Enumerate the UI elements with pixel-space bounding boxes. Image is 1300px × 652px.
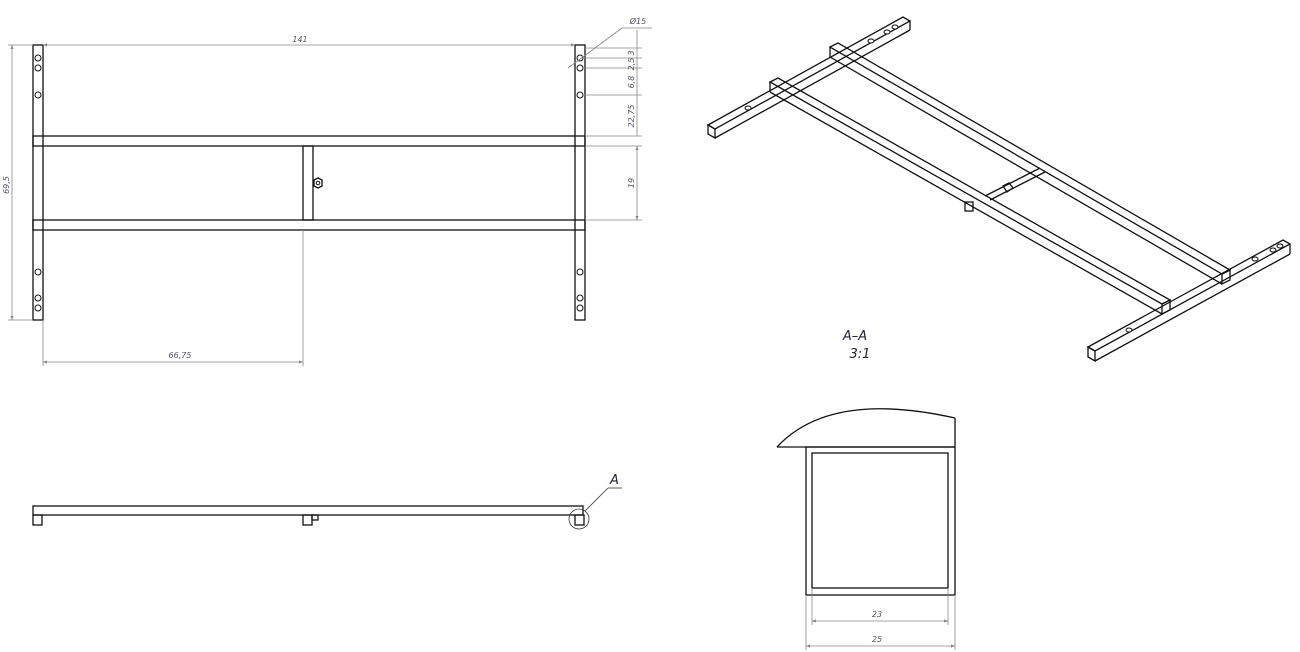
isometric-view [706, 16, 1292, 363]
svg-text:23: 23 [872, 610, 882, 619]
side-rail [32, 505, 584, 516]
left-upright [32, 44, 44, 321]
upper-rail [32, 135, 586, 147]
dim-overall-width: 69,5 [2, 44, 33, 321]
svg-text:141: 141 [292, 35, 307, 44]
iso-holes [744, 24, 1284, 333]
section-view: A–A 3:1 23 25 [776, 329, 956, 650]
section-title: A–A [842, 329, 867, 344]
svg-text:Ø15: Ø15 [629, 16, 646, 26]
svg-text:6,8: 6,8 [627, 76, 636, 89]
tube-outer [805, 446, 956, 596]
right-upright [574, 44, 586, 321]
dim-right-chain: 3 2,5 6,8 22,75 19 [583, 30, 642, 221]
svg-text:2,5: 2,5 [627, 58, 636, 71]
detail-circle [568, 508, 590, 530]
dim-mid-post-offset: 66,75 [42, 230, 304, 366]
svg-text:69,5: 69,5 [2, 176, 11, 194]
svg-text:25: 25 [872, 635, 882, 644]
nut-icon [313, 177, 323, 189]
svg-text:19: 19 [627, 178, 636, 188]
side-view: A [32, 473, 622, 530]
middle-post [302, 145, 314, 221]
dim-overall-length: 141 [43, 35, 575, 47]
dim-inner-width: 23 [811, 588, 949, 625]
dim-outer-width: 25 [805, 595, 956, 650]
svg-text:66,75: 66,75 [169, 351, 192, 360]
top-view: 141 69,5 66,75 3 2,5 6,8 22,75 19 [2, 16, 652, 366]
mount-holes [34, 54, 584, 312]
tube-inner [811, 452, 949, 589]
lower-rail [32, 219, 586, 231]
dim-hole-diameter: Ø15 [567, 16, 652, 69]
svg-text:22,75: 22,75 [627, 105, 636, 128]
detail-callout-label: A [609, 473, 619, 488]
section-scale: 3:1 [850, 347, 871, 362]
svg-text:3: 3 [627, 50, 636, 55]
